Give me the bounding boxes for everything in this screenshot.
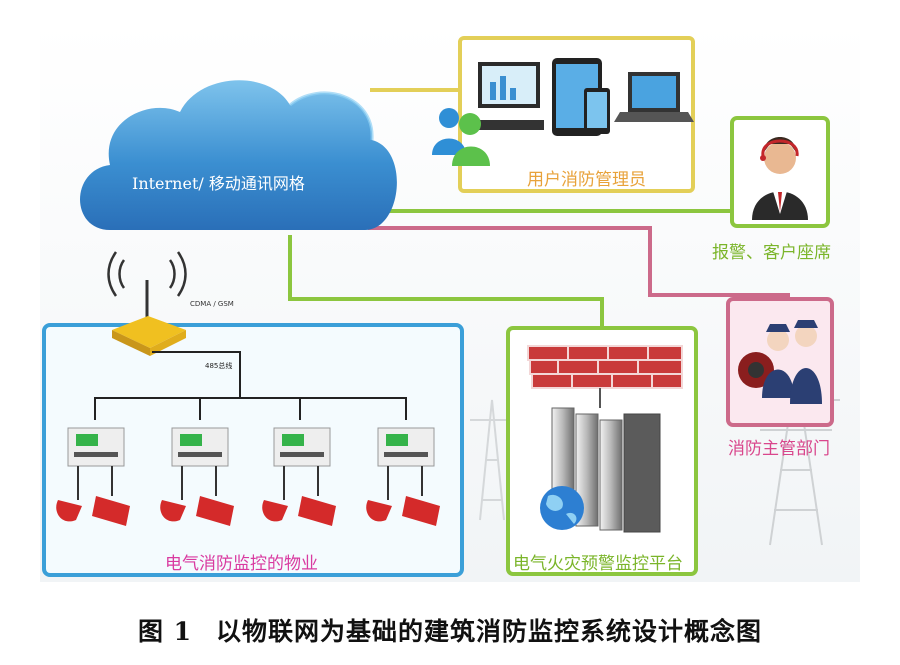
fire-dept-label: 消防主管部门 bbox=[728, 439, 830, 459]
link-cloud-to-platform bbox=[288, 235, 604, 328]
wireless-label: CDMA / GSM bbox=[190, 300, 234, 308]
bus-label: 485总线 bbox=[205, 361, 232, 370]
firewall-icon bbox=[527, 345, 683, 389]
figure-number: 图 1 bbox=[137, 617, 193, 646]
user-avatar-icon bbox=[432, 108, 490, 166]
property-frame bbox=[42, 323, 464, 577]
router-icon bbox=[112, 316, 186, 356]
property-label: 电气消防监控的物业 bbox=[165, 554, 318, 574]
monitor-icon bbox=[470, 62, 544, 130]
operator-icon bbox=[752, 137, 808, 220]
cloud-label: Internet/ 移动通讯网格 bbox=[132, 174, 305, 193]
monitor-unit-3 bbox=[262, 427, 336, 526]
user-admin-label: 用户消防管理员 bbox=[527, 170, 646, 190]
power-tower-left bbox=[470, 399, 514, 521]
wireless-signal-icon bbox=[107, 251, 187, 297]
figure-title: 以物联网为基础的建筑消防监控系统设计概念图 bbox=[216, 617, 763, 646]
globe-icon bbox=[540, 486, 584, 530]
monitor-unit-2 bbox=[160, 427, 234, 526]
monitor-unit-4 bbox=[366, 427, 440, 526]
bus-wiring bbox=[94, 351, 407, 420]
figure-caption: 图 1 以物联网为基础的建筑消防监控系统设计概念图 bbox=[0, 612, 900, 648]
laptop-icon bbox=[614, 72, 694, 122]
officers-icon bbox=[738, 320, 822, 404]
alarm-seat-label: 报警、客户座席 bbox=[712, 243, 831, 263]
monitor-unit-1 bbox=[56, 427, 130, 526]
cloud bbox=[80, 80, 397, 230]
tablet-icon bbox=[552, 58, 610, 136]
platform-label: 电气火灾预警监控平台 bbox=[513, 554, 683, 574]
link-cloud-to-fire-dept bbox=[368, 226, 790, 297]
